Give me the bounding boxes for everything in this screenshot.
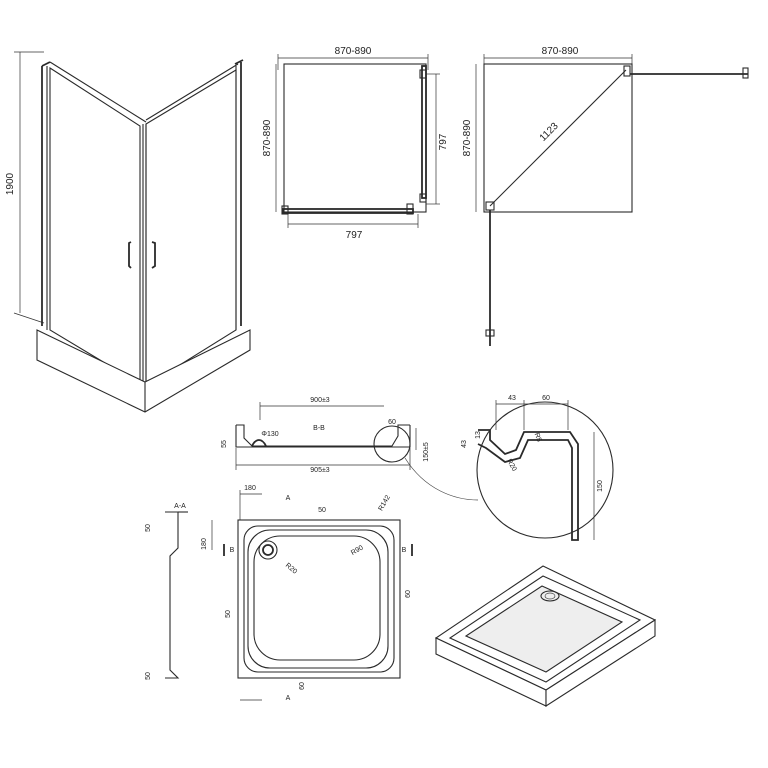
bb-drain-hump bbox=[251, 439, 267, 447]
open-diagonal-label: 1123 bbox=[538, 120, 561, 143]
top-plan-hinge-side bbox=[419, 193, 427, 203]
detail-circle bbox=[476, 401, 614, 539]
plan-r90-label: R90 bbox=[350, 544, 365, 557]
left-frame-cap bbox=[41, 61, 51, 67]
plan-rim-inner bbox=[247, 529, 389, 669]
bb-title: B-B bbox=[313, 425, 325, 432]
profile-detail-view: 43 60 13 43 R5 R20 150 bbox=[461, 395, 614, 541]
height-label: 1900 bbox=[5, 172, 16, 195]
detail-r20-label: R20 bbox=[505, 458, 518, 473]
open-depth-label: 870-890 bbox=[462, 119, 473, 156]
plan-60-bottom-label: 60 bbox=[299, 682, 306, 690]
plan-outer-rect bbox=[237, 519, 401, 679]
open-door-end-down bbox=[485, 329, 495, 337]
section-aa-view: A-A 50 50 bbox=[145, 503, 188, 680]
detail-60-label: 60 bbox=[542, 395, 550, 402]
open-plan-outline bbox=[483, 63, 633, 213]
bb-height-label: 150±5 bbox=[423, 442, 430, 462]
top-plan-hinge-left bbox=[281, 205, 289, 215]
top-depth-label: 870-890 bbox=[262, 119, 273, 156]
top-width-label: 870-890 bbox=[335, 46, 372, 57]
open-plan-hinge-top bbox=[623, 65, 631, 77]
bb-width-bottom-label: 905±3 bbox=[310, 467, 330, 474]
plan-marker-b-left: B bbox=[230, 547, 235, 554]
iso-tray-drain bbox=[540, 590, 560, 602]
iso-tray-basin bbox=[464, 585, 624, 673]
top-plan-view: 870-890 870-890 797 797 bbox=[262, 46, 449, 241]
iso-tray-side-right bbox=[545, 618, 656, 708]
open-plan-diagonal bbox=[489, 69, 627, 207]
plan-drain-inner bbox=[262, 544, 274, 556]
tray-isometric-view bbox=[434, 565, 657, 708]
detail-r5-label: R5 bbox=[533, 432, 543, 443]
top-plan-side-door bbox=[421, 65, 427, 199]
iso-tray-rim bbox=[448, 575, 642, 683]
aa-title: A-A bbox=[174, 503, 186, 510]
plan-marker-b-right: B bbox=[402, 547, 407, 554]
detail-43b-label: 43 bbox=[461, 440, 468, 448]
tray-plan-view: 180 A 50 R142 180 B B R90 R20 50 60 60 A bbox=[201, 485, 413, 702]
plan-60-right-label: 60 bbox=[405, 590, 412, 598]
bb-right-label: 60 bbox=[388, 419, 396, 426]
aa-top-label: 50 bbox=[145, 524, 152, 532]
bb-profile-outer bbox=[235, 425, 411, 448]
plan-50-top-label: 50 bbox=[318, 507, 326, 514]
top-plan-outline bbox=[283, 63, 427, 213]
detail-13-label: 13 bbox=[475, 431, 482, 439]
plan-r20-label: R20 bbox=[284, 562, 298, 576]
detail-43-label: 43 bbox=[508, 395, 516, 402]
top-plan-hinge-front bbox=[406, 203, 414, 215]
bb-width-top-label: 900±3 bbox=[310, 397, 330, 404]
plan-180-top-label: 180 bbox=[244, 485, 256, 492]
detail-150-label: 150 bbox=[597, 480, 604, 492]
open-width-label: 870-890 bbox=[542, 46, 579, 57]
plan-180-left-label: 180 bbox=[201, 538, 208, 550]
right-door-panel bbox=[145, 69, 237, 387]
aa-bottom-label: 50 bbox=[145, 672, 152, 680]
right-frame-cap bbox=[234, 59, 244, 65]
left-door-panel bbox=[49, 66, 141, 385]
open-door-plan-view: 870-890 870-890 1123 bbox=[462, 46, 749, 346]
detail-profile-section bbox=[477, 429, 579, 541]
iso-tray-drain-inner bbox=[544, 592, 556, 600]
plan-r142-label: R142 bbox=[377, 494, 391, 512]
top-plan-front-door bbox=[282, 208, 414, 214]
bb-drain-label: Φ130 bbox=[261, 431, 278, 438]
open-door-end-right bbox=[742, 67, 749, 79]
enclosure-perspective-view: 1900 bbox=[5, 51, 251, 413]
plan-rim bbox=[243, 525, 395, 673]
right-door-handle bbox=[151, 241, 156, 269]
top-inner-right-label: 797 bbox=[438, 133, 449, 150]
aa-profile bbox=[165, 511, 180, 679]
bb-detail-leader bbox=[404, 457, 479, 501]
plan-basin bbox=[253, 535, 381, 661]
section-bb-view: 900±3 60 B-B Φ130 55 150±5 905±3 bbox=[221, 397, 479, 501]
left-door-top-rail bbox=[49, 61, 147, 123]
height-extension-bottom bbox=[13, 312, 45, 324]
right-door-top-rail bbox=[145, 63, 239, 121]
plan-drain-outer bbox=[258, 540, 278, 560]
plan-marker-a-top: A bbox=[286, 495, 291, 502]
top-inner-bottom-label: 797 bbox=[346, 230, 363, 241]
plan-50-left-label: 50 bbox=[225, 610, 232, 618]
bb-left-label: 55 bbox=[221, 440, 228, 448]
left-door-handle bbox=[128, 241, 132, 269]
bb-detail-callout-circle bbox=[373, 425, 411, 463]
plan-marker-a-bottom: A bbox=[286, 695, 291, 702]
